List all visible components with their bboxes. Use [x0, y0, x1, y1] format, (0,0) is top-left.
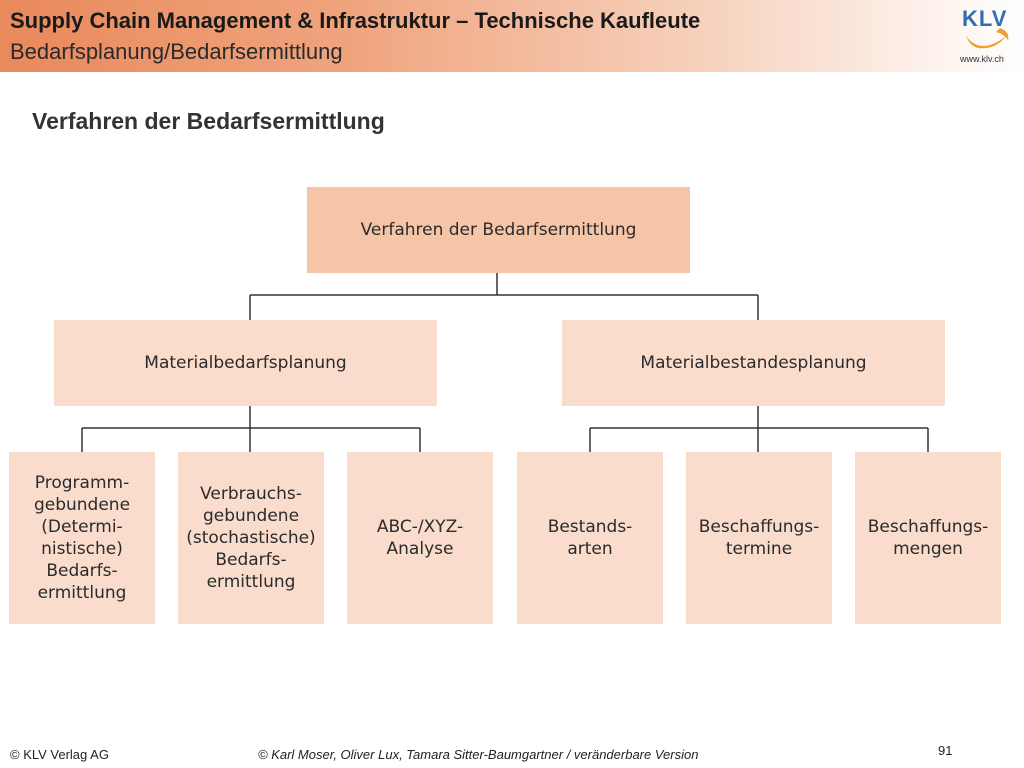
node-beschaffungsmengen: Beschaffungs- mengen [855, 452, 1001, 624]
slide-subtitle: Bedarfsplanung/Bedarfsermittlung [10, 39, 343, 64]
node-verbrauchsgebundene: Verbrauchs- gebundene (stochastische) Be… [178, 452, 324, 624]
klv-logo[interactable]: KLV www.klv.ch [950, 4, 1020, 68]
node-materialbedarfsplanung: Materialbedarfsplanung [54, 320, 437, 406]
node-programmgebundene: Programm- gebundene (Determi- nistische)… [9, 452, 155, 624]
node-beschaffungstermine: Beschaffungs- termine [686, 452, 832, 624]
logo-url[interactable]: www.klv.ch [960, 54, 1004, 64]
klv-logo-swoosh-icon [966, 28, 1009, 49]
node-bestandsarten: Bestands- arten [517, 452, 663, 624]
page-number: 91 [938, 743, 953, 758]
logo-text: KLV [962, 6, 1008, 31]
node-root: Verfahren der Bedarfsermittlung [307, 187, 690, 273]
slide-title: Supply Chain Management & Infrastruktur … [10, 8, 701, 33]
footer-copyright-authors: © Karl Moser, Oliver Lux, Tamara Sitter-… [258, 747, 699, 762]
section-title: Verfahren der Bedarfsermittlung [32, 108, 385, 134]
footer-copyright-publisher: © KLV Verlag AG [10, 747, 109, 762]
node-materialbestandesplanung: Materialbestandesplanung [562, 320, 945, 406]
node-abc-xyz-analyse: ABC-/XYZ- Analyse [347, 452, 493, 624]
header-band [0, 0, 1024, 72]
